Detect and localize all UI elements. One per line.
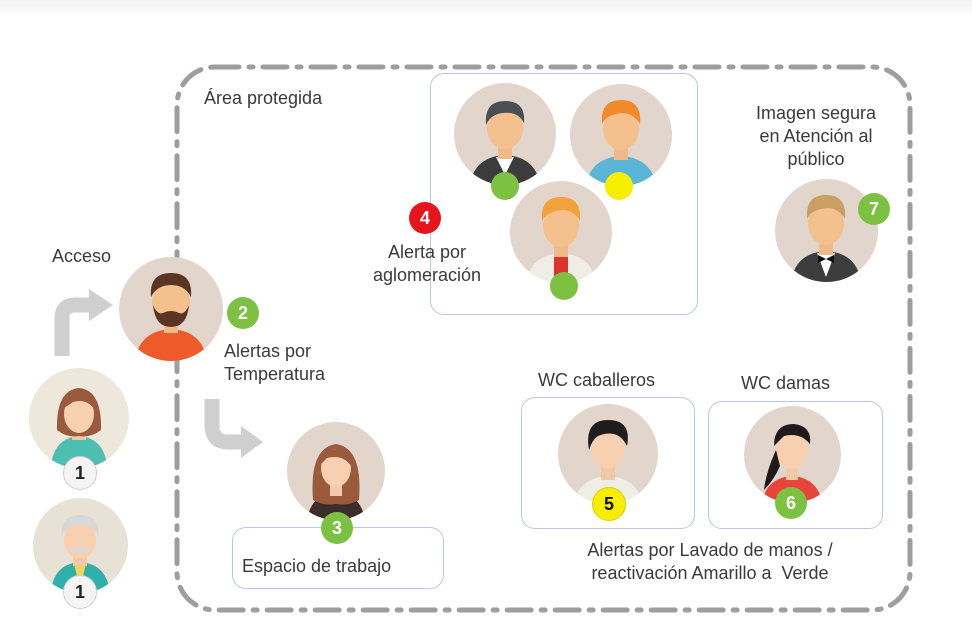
access-arrow: [54, 289, 113, 356]
entrance-badge-1a: 1: [63, 456, 97, 490]
temperature-alert-label: Alertas por Temperatura: [224, 341, 326, 384]
wc-men-label: WC caballeros: [538, 370, 656, 390]
crowd-person-1-avatar: [454, 83, 556, 185]
crowd-person-3-status-dot: [550, 272, 578, 300]
entrance-woman-avatar: [29, 368, 129, 468]
crowd-person-2-status-dot: [605, 172, 633, 200]
workspace-woman-avatar: [287, 422, 385, 520]
temperature-badge: 2: [227, 297, 259, 329]
protected-area-label: Área protegida: [204, 88, 323, 108]
entrance-badge-1b: 1: [63, 575, 97, 609]
wc-women-box: [708, 401, 883, 529]
wc-men-badge: 5: [592, 487, 626, 521]
crowd-person-2-avatar: [570, 84, 672, 186]
top-shadow-band: [0, 0, 972, 18]
access-label: Acceso: [52, 246, 112, 266]
workspace-badge: 3: [321, 512, 353, 544]
wc-women-badge: 6: [775, 487, 807, 519]
wc-women-label: WC damas: [741, 373, 831, 393]
temperature-man-avatar: [119, 257, 223, 361]
crowd-person-3-avatar: [510, 181, 612, 283]
crowding-alert-label: Alerta por aglomeración: [372, 242, 482, 285]
public-service-badge: 7: [858, 193, 890, 225]
handwash-alert-label: Alertas por Lavado de manos / reactivaci…: [587, 540, 833, 583]
crowding-box: [430, 73, 698, 315]
workspace-label: Espacio de trabajo: [242, 556, 392, 576]
public-service-man-avatar: [775, 179, 878, 282]
workspace-arrow: [204, 399, 263, 458]
crowd-person-1-status-dot: [491, 172, 519, 200]
public-service-label: Imagen segura en Atención al público: [755, 103, 877, 169]
wc-men-box: [521, 397, 695, 529]
crowding-badge: 4: [409, 202, 441, 234]
